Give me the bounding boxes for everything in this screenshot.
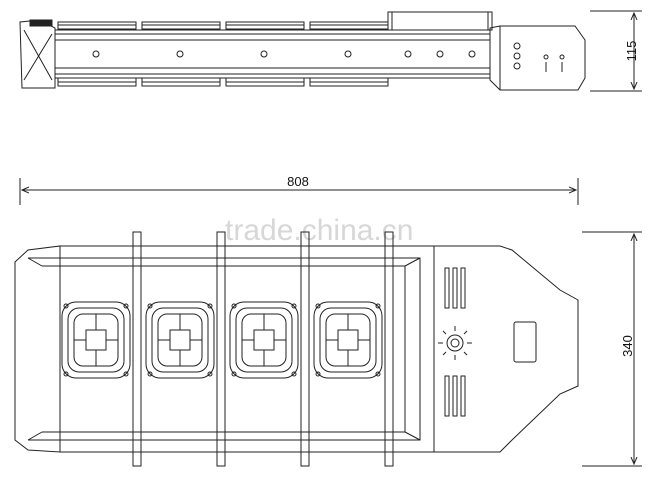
plan-housing-outline [14, 245, 61, 453]
led-module-1 [61, 301, 131, 379]
led-module-2 [145, 301, 215, 379]
led-module-3 [229, 301, 299, 379]
dimension-length-label: 808 [287, 174, 309, 189]
dimension-width [582, 231, 642, 467]
plan-vents [444, 267, 466, 417]
plan-sensor [438, 326, 472, 360]
plan-body [59, 245, 435, 453]
plan-label-plate [513, 321, 537, 363]
side-bottom-fins [57, 77, 389, 87]
watermark: trade.china.cn [225, 214, 413, 247]
side-pole-mount [489, 25, 586, 91]
dimension-height [590, 10, 642, 92]
dimension-height-label: 115 [624, 41, 639, 62]
side-top-fins [57, 21, 389, 30]
led-module-4 [313, 301, 383, 379]
plan-view [14, 231, 579, 467]
plan-cross-bars [132, 231, 394, 467]
dimension-length [19, 178, 579, 205]
side-view [19, 11, 586, 91]
dimension-width-label: 340 [620, 335, 635, 357]
side-body [54, 29, 491, 79]
side-screws [92, 50, 476, 58]
plan-pole-mount [433, 245, 579, 453]
side-front-label-plate [29, 19, 53, 27]
side-driver-box [387, 11, 493, 31]
